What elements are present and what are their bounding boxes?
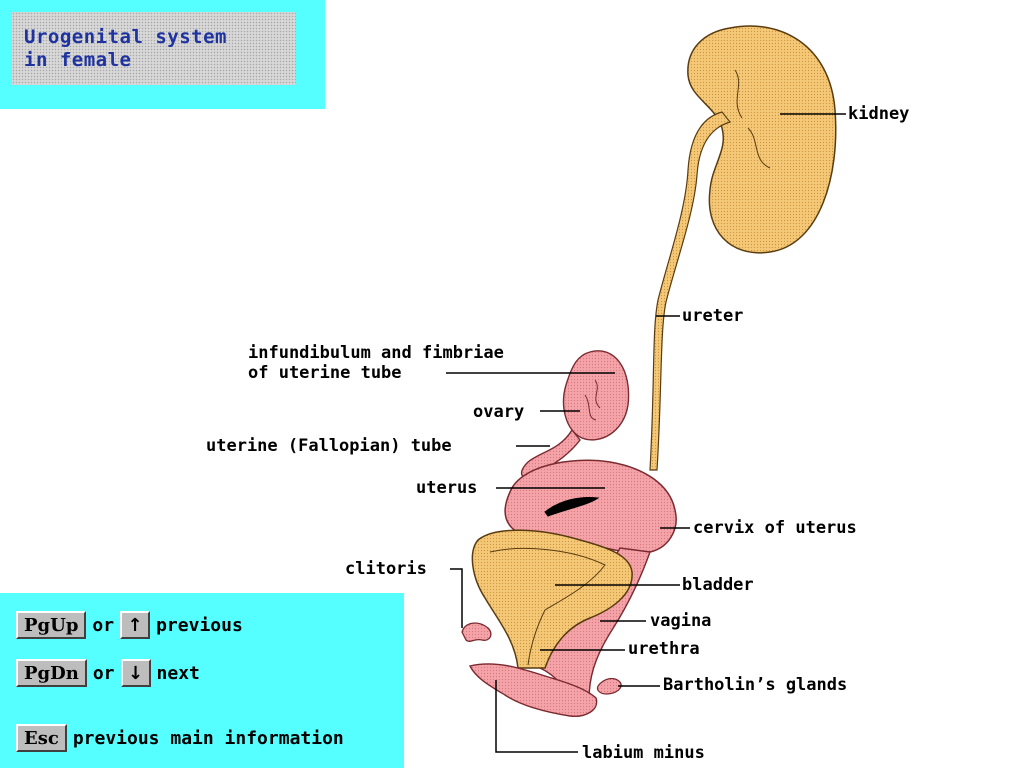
- label-cervix: cervix of uterus: [693, 518, 857, 538]
- previous-label: previous: [156, 614, 243, 636]
- nav-row-esc: Esc previous main information: [16, 724, 350, 752]
- label-urethra: urethra: [628, 639, 700, 659]
- page-title-line2: in female: [24, 49, 132, 71]
- label-bladder: bladder: [682, 575, 754, 595]
- title-panel: Urogenital system in female: [0, 0, 325, 109]
- label-labium: labium minus: [582, 743, 705, 763]
- up-arrow-button[interactable]: ↑: [120, 611, 151, 639]
- next-label: next: [156, 662, 200, 684]
- bartholin-shape: [596, 677, 622, 695]
- nav-row-previous: PgUp or ↑ previous: [16, 611, 249, 639]
- uterus-shape: [504, 459, 677, 554]
- or-text: or: [92, 662, 115, 684]
- down-arrow-icon: ↓: [127, 663, 144, 684]
- or-text: or: [92, 614, 115, 636]
- label-ureter: ureter: [682, 306, 743, 326]
- label-uterus: uterus: [416, 478, 477, 498]
- labium-shape: [468, 663, 598, 717]
- label-uterine-tube: uterine (Fallopian) tube: [206, 436, 452, 456]
- label-infundibulum-2: of uterine tube: [248, 363, 402, 383]
- label-clitoris: clitoris: [345, 559, 427, 579]
- pgup-button[interactable]: PgUp: [16, 611, 87, 639]
- bladder-shape: [471, 529, 633, 669]
- label-bartholin: Bartholin’s glands: [663, 675, 847, 695]
- clitoris-shape: [461, 622, 492, 643]
- esc-label: previous main information: [72, 727, 344, 749]
- esc-button[interactable]: Esc: [16, 724, 67, 752]
- label-infundibulum-1: infundibulum and fimbriae: [248, 343, 504, 363]
- label-ovary: ovary: [473, 402, 524, 422]
- kidney-shape: [687, 25, 837, 254]
- nav-panel: PgUp or ↑ previous PgDn or ↓ next Esc pr…: [0, 593, 404, 768]
- page-title-line1: Urogenital system: [24, 26, 227, 48]
- title-box: Urogenital system in female: [12, 12, 296, 85]
- uterine-tube-shape: [521, 428, 581, 479]
- down-arrow-button[interactable]: ↓: [120, 659, 151, 687]
- nav-row-next: PgDn or ↓ next: [16, 659, 206, 687]
- up-arrow-icon: ↑: [127, 615, 143, 636]
- label-kidney: kidney: [848, 104, 909, 124]
- ureter-shape: [649, 111, 732, 471]
- label-vagina: vagina: [650, 611, 711, 631]
- pgdn-button[interactable]: PgDn: [16, 659, 87, 687]
